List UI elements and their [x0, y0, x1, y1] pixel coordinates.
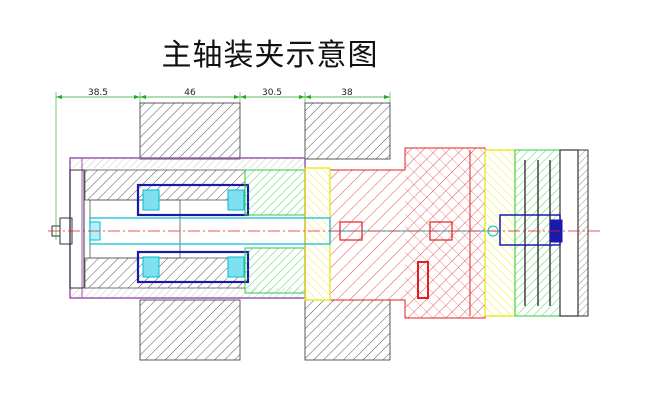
diagram-title: 主轴装夹示意图: [161, 38, 379, 73]
dim-label-2: 46: [184, 88, 196, 98]
dim-label-1: 38.5: [88, 88, 108, 98]
yellow-collar: [304, 167, 331, 301]
inner-spindle: [84, 169, 246, 289]
dim-label-3: 30.5: [262, 88, 282, 98]
bearing-lower: [136, 250, 250, 284]
bearing-upper: [136, 183, 250, 217]
chuck-body: [329, 147, 486, 319]
cylinder-assembly: [484, 149, 589, 317]
machine-wall-right: [304, 102, 391, 361]
green-sleeve: [244, 169, 306, 294]
spindle-nose: [51, 169, 85, 289]
dim-label-4: 38: [341, 88, 353, 98]
dimension-chain: 38.5 46 30.5 38: [55, 88, 391, 240]
machine-wall-left: [139, 102, 241, 361]
